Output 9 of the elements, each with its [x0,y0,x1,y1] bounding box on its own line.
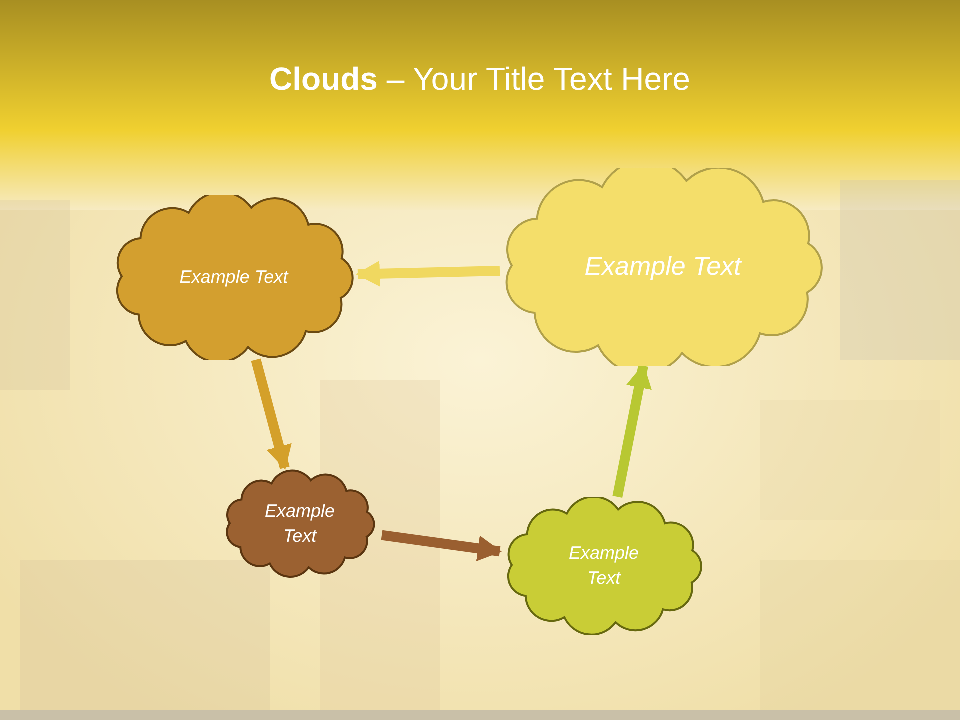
cloud-label: Example Text [180,266,288,290]
cloud-label: Example Text [584,250,742,284]
slide-title: Clouds – Your Title Text Here [268,60,692,99]
arrow [356,260,500,287]
arrow [381,530,502,562]
arrow [251,358,292,470]
cloud-label: Example Text [568,542,640,590]
cloud-label: Example Text [264,500,336,548]
arrow [612,364,652,498]
